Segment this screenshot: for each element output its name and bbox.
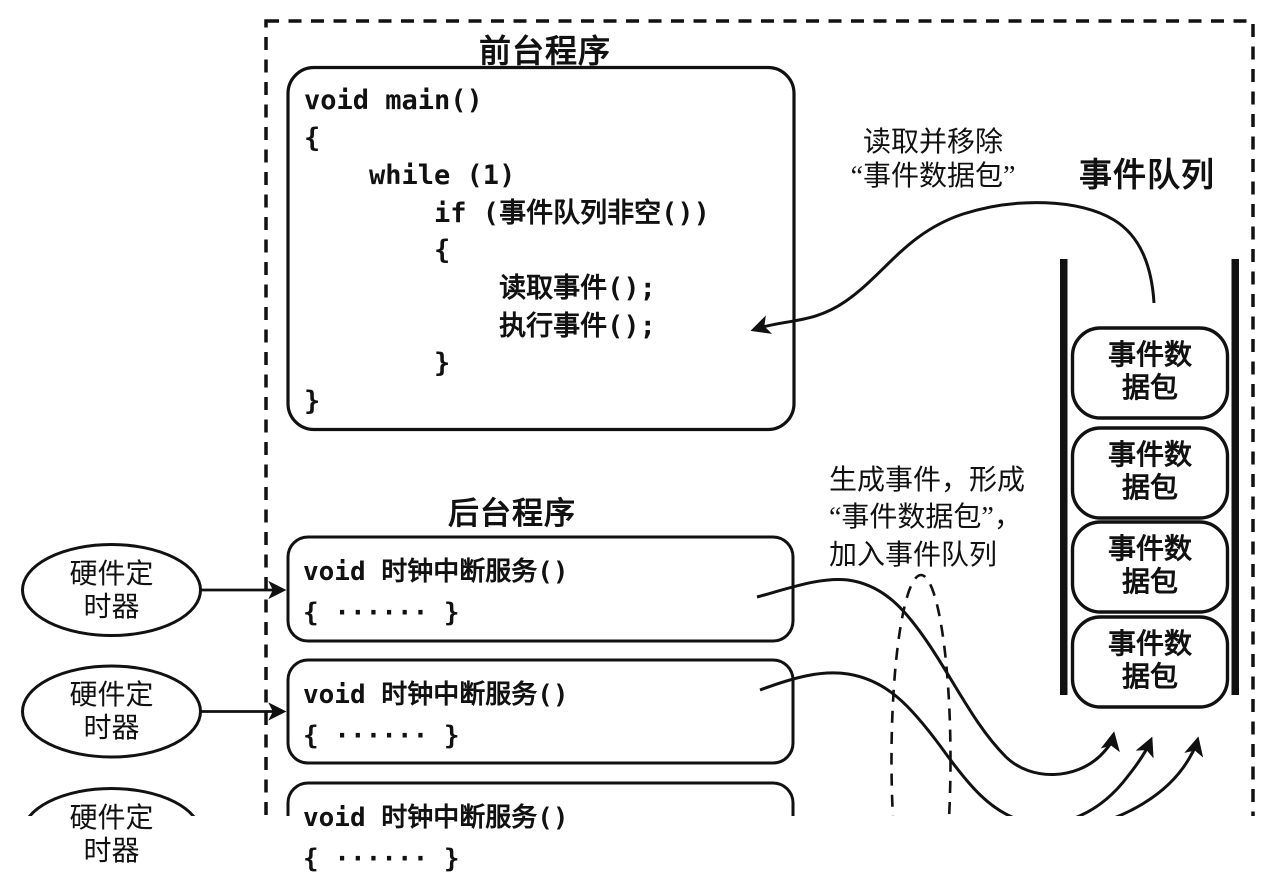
read-remove-label: 读取并移除 “事件数据包” (817, 126, 1049, 193)
code-line: 读取事件(); (304, 272, 656, 304)
isr-line1: void 时钟中断服务() (303, 557, 569, 587)
enqueue-curve-1 (756, 578, 1120, 776)
generate-label-line1: 生成事件，形成 (829, 465, 1026, 496)
read-remove-label-line1: 读取并移除 (862, 127, 1003, 158)
isr-line2: { ······ } (303, 844, 460, 874)
event-packet-label-1: 事件数 据包 (1072, 339, 1228, 405)
timer-line1: 硬件定 (69, 680, 154, 711)
timer-line1: 硬件定 (69, 803, 154, 834)
code-line: { (304, 122, 321, 154)
code-line: void main() (304, 85, 483, 116)
enqueue-group-dashed-ellipse (890, 573, 952, 816)
code-line: while (1) (304, 160, 516, 192)
isr-code-1: void 时钟中断服务() { ······ } (303, 552, 569, 634)
generate-label-line2: “事件数据包”， (829, 502, 1022, 534)
timer-line2: 时器 (83, 592, 140, 623)
isr-code-3: void 时钟中断服务() { ······ } (303, 798, 569, 880)
generate-label-line3: 加入事件队列 (829, 539, 998, 571)
packet-line1: 事件数 (1107, 629, 1192, 660)
queue-rail-right (1231, 259, 1239, 695)
packet-line2: 据包 (1121, 567, 1178, 598)
generate-event-label: 生成事件，形成 “事件数据包”， 加入事件队列 (829, 462, 1025, 574)
isr-line2: { ······ } (303, 721, 460, 751)
packet-line1: 事件数 (1107, 534, 1192, 565)
code-line: if (事件队列非空()) (304, 197, 710, 229)
event-packet-label-4: 事件数 据包 (1072, 628, 1228, 694)
timer-line2: 时器 (83, 713, 140, 744)
foreground-title: 前台程序 (478, 33, 611, 69)
hardware-timer-label-3: 硬件定 时器 (23, 802, 200, 868)
event-packet-label-2: 事件数 据包 (1072, 439, 1228, 505)
code-line: { (304, 235, 451, 267)
packet-line1: 事件数 (1107, 440, 1192, 471)
event-queue-title: 事件队列 (1079, 156, 1215, 193)
packet-line1: 事件数 (1107, 340, 1192, 371)
hardware-timer-label-2: 硬件定 时器 (23, 679, 200, 745)
isr-line1: void 时钟中断服务() (303, 680, 569, 710)
packet-line2: 据包 (1121, 373, 1178, 404)
main-code-block: void main() { while (1) if (事件队列非空()) { … (304, 82, 710, 420)
event-packet-label-3: 事件数 据包 (1072, 533, 1228, 599)
read-remove-label-line2: “事件数据包” (850, 160, 1016, 192)
timer-line1: 硬件定 (69, 559, 154, 590)
queue-rail-left (1060, 259, 1068, 695)
code-line: } (304, 385, 321, 417)
background-title: 后台程序 (448, 496, 576, 531)
hardware-timer-label-1: 硬件定 时器 (23, 558, 200, 624)
packet-line2: 据包 (1121, 662, 1178, 693)
read-remove-arrow (750, 201, 1156, 334)
packet-line2: 据包 (1121, 473, 1178, 504)
code-line: } (304, 348, 451, 380)
timer-line2: 时器 (83, 836, 140, 867)
enqueue-curve-2 (759, 671, 1154, 816)
event-driven-architecture-diagram: 前台程序 void main() { while (1) if (事件队列非空(… (21, 19, 1255, 874)
code-line: 执行事件(); (304, 310, 656, 342)
isr-line1: void 时钟中断服务() (303, 803, 569, 833)
enqueue-curve-3 (1114, 736, 1204, 816)
isr-line2: { ······ } (303, 598, 460, 628)
isr-code-2: void 时钟中断服务() { ······ } (303, 675, 569, 757)
